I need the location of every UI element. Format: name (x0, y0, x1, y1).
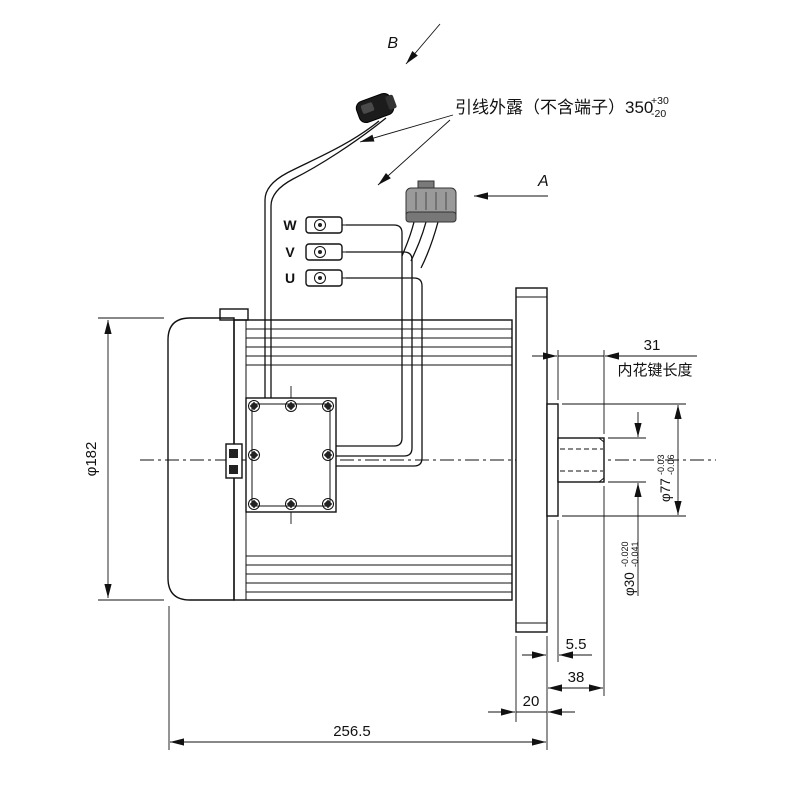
dim-shaft-diameter-tol-lower: -0.041 (630, 541, 640, 567)
cooling-fins-bottom (246, 555, 512, 593)
mounting-flange (515, 287, 559, 633)
lead-length-tol-lower: -20 (651, 108, 666, 120)
dim-shaft-diameter-text: φ30 (622, 572, 637, 596)
terminal-lug-w (305, 216, 346, 234)
phase-wire-v (336, 251, 413, 457)
lead-length-note: 引线外露（不含端子）350 (455, 98, 653, 117)
connector-a-pigtail (410, 221, 427, 262)
shaft-chamfer-bottom (598, 477, 605, 483)
connector-b (355, 92, 397, 124)
dim-spigot-diameter-tol-upper: -0.03 (656, 454, 666, 475)
spigot (546, 403, 559, 517)
dim-spigot-diameter-text: φ77 (658, 478, 673, 502)
junction-box-plate (245, 397, 337, 513)
terminal-lug-u (305, 269, 346, 287)
dim-spigot-diameter: φ77 -0.03 -0.06 (562, 403, 686, 517)
terminal-label-v: V (285, 244, 295, 260)
mounting-bolt (248, 400, 260, 412)
cooling-fins-top (246, 328, 512, 366)
terminal-lugs: W V U (283, 216, 346, 287)
shaft-body (557, 437, 605, 483)
dim-spigot-diameter-tol-lower: -0.06 (666, 454, 676, 475)
dim-spigot-depth-text: 5.5 (566, 636, 587, 653)
dim-shaft-extension-text: 38 (568, 669, 585, 686)
dim-spigot-depth: 5.5 (522, 520, 592, 662)
annotations: B A 引线外露（不含端子）350 +30 -20 (359, 23, 669, 200)
terminal-lug-v (305, 243, 346, 261)
connector-a-pigtail (420, 221, 439, 269)
side-terminal-block (225, 443, 243, 479)
flange-plate (515, 287, 548, 633)
lead-wires (264, 117, 439, 467)
mounting-bolt (285, 498, 297, 510)
rear-end-cap (167, 317, 235, 601)
terminal-label-u: U (285, 270, 295, 286)
dim-shaft-extension: 38 (548, 486, 605, 696)
dim-shaft-diameter-tol-upper: -0.020 (620, 541, 630, 567)
terminal-label-w: W (283, 217, 297, 233)
signal-cable-strand (270, 117, 387, 398)
note-leader-2 (377, 119, 451, 186)
connector-a (405, 180, 457, 223)
signal-cable-strand (264, 120, 380, 398)
dim-spline-length-text: 31 (644, 337, 661, 354)
phase-wire-w (336, 224, 403, 447)
note-leader-1 (359, 114, 454, 143)
dim-body-diameter: φ182 (83, 317, 164, 601)
shaft-chamfer-top (598, 437, 605, 443)
dim-overall-length: 256.5 (168, 606, 548, 750)
mounting-bolt (322, 498, 334, 510)
dim-shaft-diameter: φ30 -0.020 -0.041 (608, 412, 646, 596)
mounting-bolt (322, 400, 334, 412)
dim-overall-length-text: 256.5 (333, 723, 371, 740)
lead-length-tol-upper: +30 (651, 95, 669, 107)
mounting-bolt (248, 498, 260, 510)
dimensions: φ182 256.5 20 38 5.5 (83, 317, 697, 750)
mounting-bolt (322, 449, 334, 461)
dim-body-diameter-text: φ182 (83, 442, 100, 477)
dim-spline-length: 31 内花键长度 (532, 337, 697, 434)
view-b-label: B (387, 35, 398, 52)
connector-a-pigtail (401, 221, 415, 257)
mounting-bolt (285, 400, 297, 412)
dim-spline-length-label: 内花键长度 (617, 362, 692, 379)
view-b-arrow (405, 23, 441, 65)
motor-body (167, 287, 605, 633)
phase-wire-u (336, 277, 423, 467)
junction-box (225, 397, 337, 513)
mounting-bolt (248, 449, 260, 461)
view-a-label: A (537, 173, 549, 190)
dim-flange-thickness-text: 20 (523, 693, 540, 710)
dim-flange-thickness: 20 (488, 636, 575, 722)
output-shaft (557, 437, 605, 483)
